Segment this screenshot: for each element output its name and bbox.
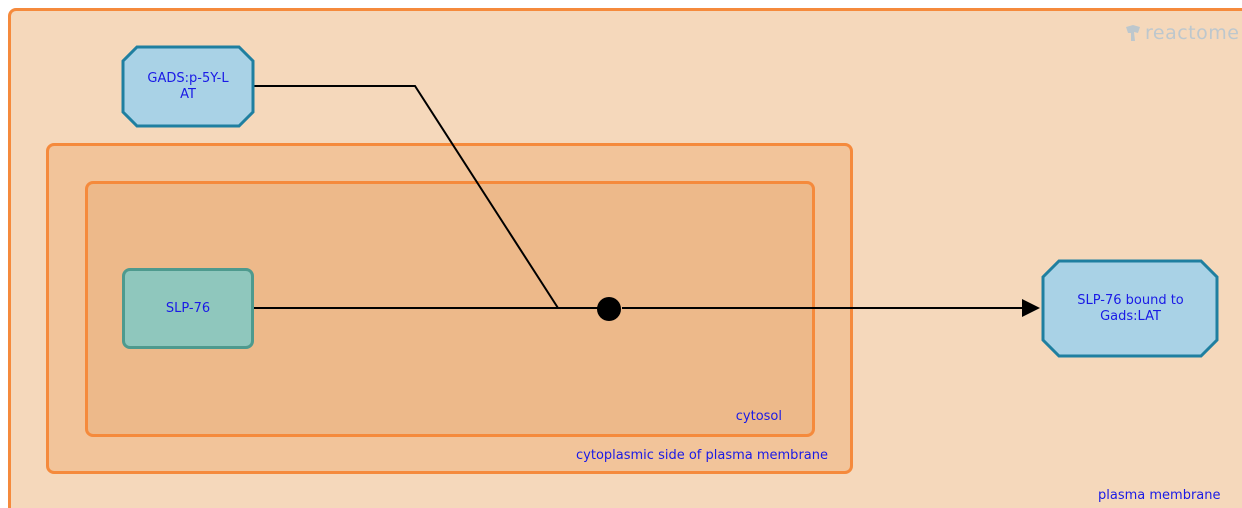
complex-label-slp76-bound: SLP-76 bound to Gads:LAT xyxy=(1077,292,1184,324)
reactome-logo-text: reactome xyxy=(1145,22,1240,44)
arrowhead xyxy=(1022,299,1040,317)
reactome-logo: reactome xyxy=(1123,22,1239,44)
complex-shape-slp76-bound xyxy=(1041,259,1219,358)
protein-label-slp76: SLP-76 xyxy=(165,300,211,316)
complex-shape-gads-lat xyxy=(121,45,255,128)
compartment-label-cytoplasmic-side: cytoplasmic side of plasma membrane xyxy=(576,448,828,463)
reaction-node-binding[interactable] xyxy=(597,297,621,321)
reactome-logo-icon xyxy=(1126,25,1140,41)
compartment-label-plasma-membrane: plasma membrane xyxy=(1098,488,1221,503)
compartment-label-cytosol: cytosol xyxy=(735,409,782,424)
input-edge-gads-lat[interactable] xyxy=(254,85,559,309)
complex-slp76-bound-gads-lat[interactable]: SLP-76 bound to Gads:LAT xyxy=(1042,260,1219,357)
complex-label-gads-lat: GADS:p-5Y-LAT xyxy=(147,70,229,102)
complex-gads-lat[interactable]: GADS:p-5Y-LAT xyxy=(122,46,254,127)
protein-slp76[interactable]: SLP-76 xyxy=(122,268,254,349)
